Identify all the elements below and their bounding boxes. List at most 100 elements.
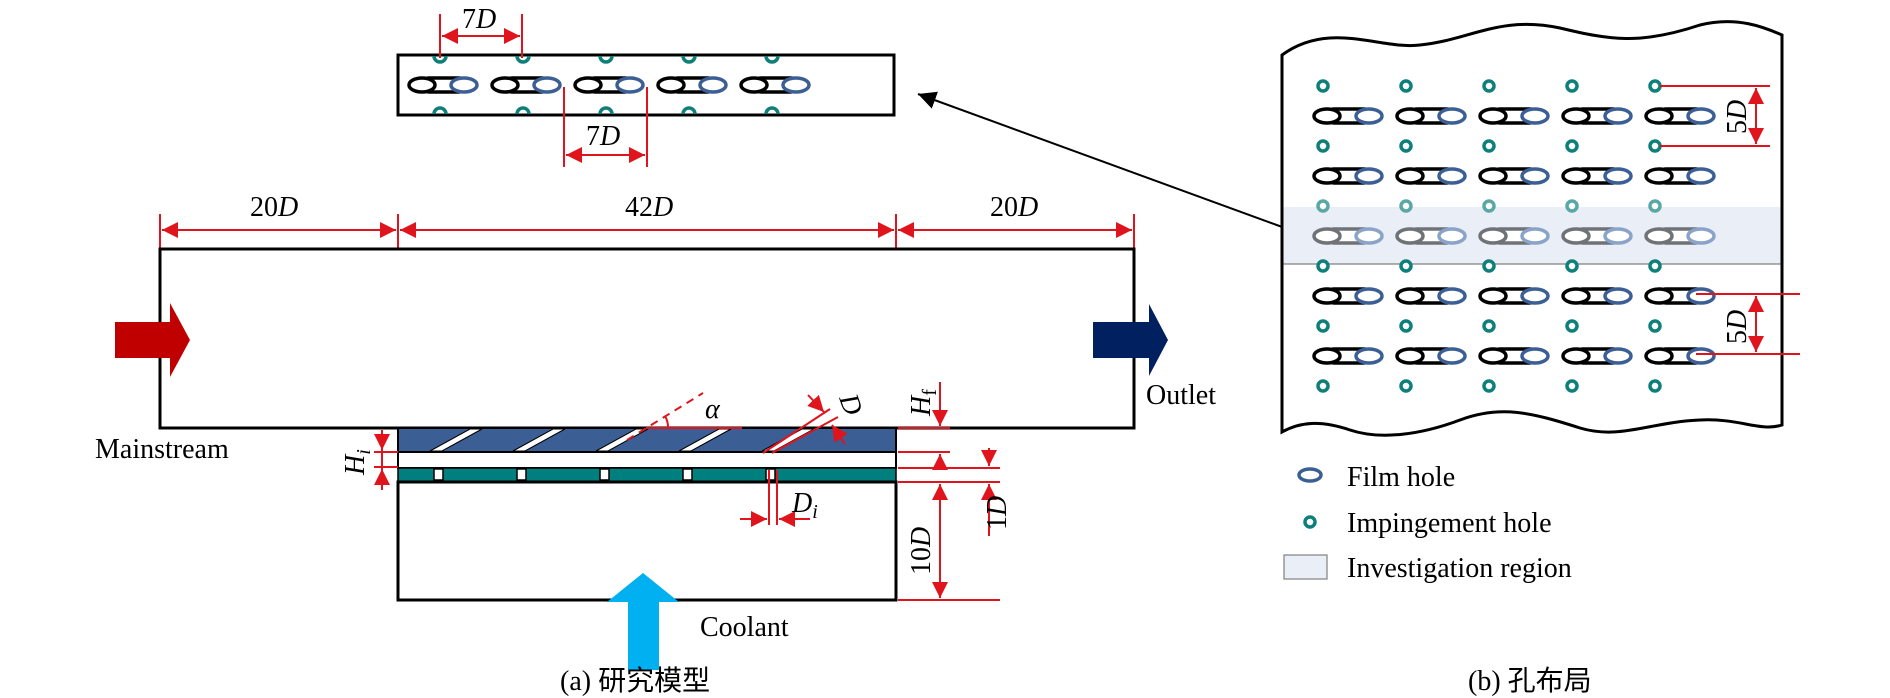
film-hole — [407, 76, 479, 94]
impingement-hole — [1399, 139, 1413, 153]
impingement-hole — [1648, 139, 1662, 153]
impingement-gap-label: Hi — [340, 449, 375, 476]
film-hole — [573, 76, 645, 94]
top-inset: 7D 7D — [396, 4, 896, 167]
impingement-spacing-annotation: 5D — [1660, 85, 1770, 147]
film-hole — [656, 76, 728, 94]
impingement-hole — [1565, 259, 1579, 273]
film-hole — [1312, 227, 1384, 245]
plenum-dimensions: 1D 10D — [898, 448, 1013, 601]
dim-label-test-section: 42D — [625, 192, 673, 223]
impingement-hole-slot — [765, 468, 776, 481]
investigation-region-icon — [1283, 554, 1328, 580]
hole-layout-grid — [1312, 79, 1716, 393]
impingement-hole — [764, 106, 780, 115]
impingement-hole — [1316, 79, 1330, 93]
impingement-hole — [1399, 319, 1413, 333]
panel-b-caption: (b) 孔布局 — [1468, 665, 1592, 697]
angle-arc — [664, 415, 670, 429]
film-hole — [1312, 347, 1384, 365]
impingement-hole — [1316, 379, 1330, 393]
impingement-hole — [1399, 379, 1413, 393]
dim-label-downstream: 20D — [990, 192, 1038, 223]
film-hole — [1644, 287, 1716, 305]
impingement-hole-slot — [433, 468, 444, 481]
panel-a-caption: (a) 研究模型 — [560, 665, 710, 697]
film-hole — [1395, 227, 1467, 245]
dim-line — [762, 408, 831, 454]
film-hole — [1395, 167, 1467, 185]
impingement-hole — [1482, 319, 1496, 333]
film-hole — [1561, 107, 1633, 125]
film-row-spacing-label: 5D — [1722, 310, 1753, 344]
impingement-hole — [1565, 319, 1579, 333]
film-plate-thickness-label: Hf — [906, 389, 941, 417]
length-dimensions: 20D 42D 20D — [159, 192, 1135, 250]
impingement-hole — [1565, 139, 1579, 153]
impingement-hole — [515, 106, 531, 115]
impingement-gap-annotation: Hi — [340, 430, 398, 490]
impingement-hole-icon — [1303, 515, 1317, 529]
legend: Film hole Impingement hole Investigation… — [1283, 462, 1572, 584]
film-hole — [1478, 347, 1550, 365]
dim-label-upstream: 20D — [250, 192, 298, 223]
impingement-diameter-label: Di — [791, 488, 818, 523]
impingement-hole — [764, 55, 780, 64]
film-hole — [1644, 347, 1716, 365]
impingement-hole — [1565, 79, 1579, 93]
dim-arrow — [831, 424, 848, 445]
film-hole — [1644, 227, 1716, 245]
dim-arrow — [807, 394, 825, 413]
impingement-hole — [681, 55, 697, 64]
impingement-hole — [1565, 379, 1579, 393]
film-hole — [1561, 167, 1633, 185]
outlet-label: Outlet — [1146, 380, 1216, 411]
coolant-label: Coolant — [700, 612, 789, 643]
impingement-hole — [1316, 259, 1330, 273]
film-hole — [490, 76, 562, 94]
impingement-hole — [1316, 199, 1330, 213]
impingement-hole — [1316, 139, 1330, 153]
film-hole — [1478, 227, 1550, 245]
mainstream-arrow-icon — [115, 303, 190, 377]
impingement-hole — [1482, 199, 1496, 213]
impingement-hole-slot — [599, 468, 610, 481]
film-hole — [739, 76, 811, 94]
impingement-hole-slot — [682, 468, 693, 481]
film-hole — [1395, 347, 1467, 365]
coolant-arrow-icon — [607, 573, 679, 670]
dim-label-7d-bottom: 7D — [586, 121, 620, 152]
impingement-hole — [1482, 139, 1496, 153]
impingement-hole-slots — [433, 468, 776, 481]
film-hole — [1561, 347, 1633, 365]
dim-line — [771, 416, 839, 454]
impingement-hole — [1399, 259, 1413, 273]
impingement-hole — [598, 55, 614, 64]
film-row-spacing-annotation: 5D — [1696, 293, 1800, 355]
film-hole — [1312, 287, 1384, 305]
impingement-hole — [1399, 79, 1413, 93]
impingement-hole — [1648, 79, 1662, 93]
panel-a: 7D 7D 20D 42D 20D Mainstream Outlet — [95, 4, 1216, 697]
impingement-hole — [515, 55, 531, 64]
impingement-hole — [1399, 199, 1413, 213]
impingement-spacing-label: 5D — [1722, 100, 1753, 134]
film-hole — [1312, 107, 1384, 125]
film-hole-diameter-annotation: D — [762, 389, 868, 454]
film-hole — [1312, 167, 1384, 185]
impingement-hole — [1648, 319, 1662, 333]
film-hole — [1395, 107, 1467, 125]
film-plate-thickness-annotation: Hf — [898, 382, 950, 470]
impingement-plate-thickness-label: 1D — [982, 496, 1013, 530]
film-hole — [1561, 227, 1633, 245]
impingement-hole — [1648, 379, 1662, 393]
legend-label: Film hole — [1347, 462, 1455, 493]
angle-annotation: α — [626, 392, 742, 441]
mainstream-label: Mainstream — [95, 434, 229, 465]
dim-label-7d-top: 7D — [462, 4, 496, 35]
impingement-hole — [1482, 79, 1496, 93]
impingement-hole — [432, 55, 448, 64]
outlet-arrow-icon — [1093, 304, 1168, 376]
legend-label: Investigation region — [1347, 553, 1572, 584]
